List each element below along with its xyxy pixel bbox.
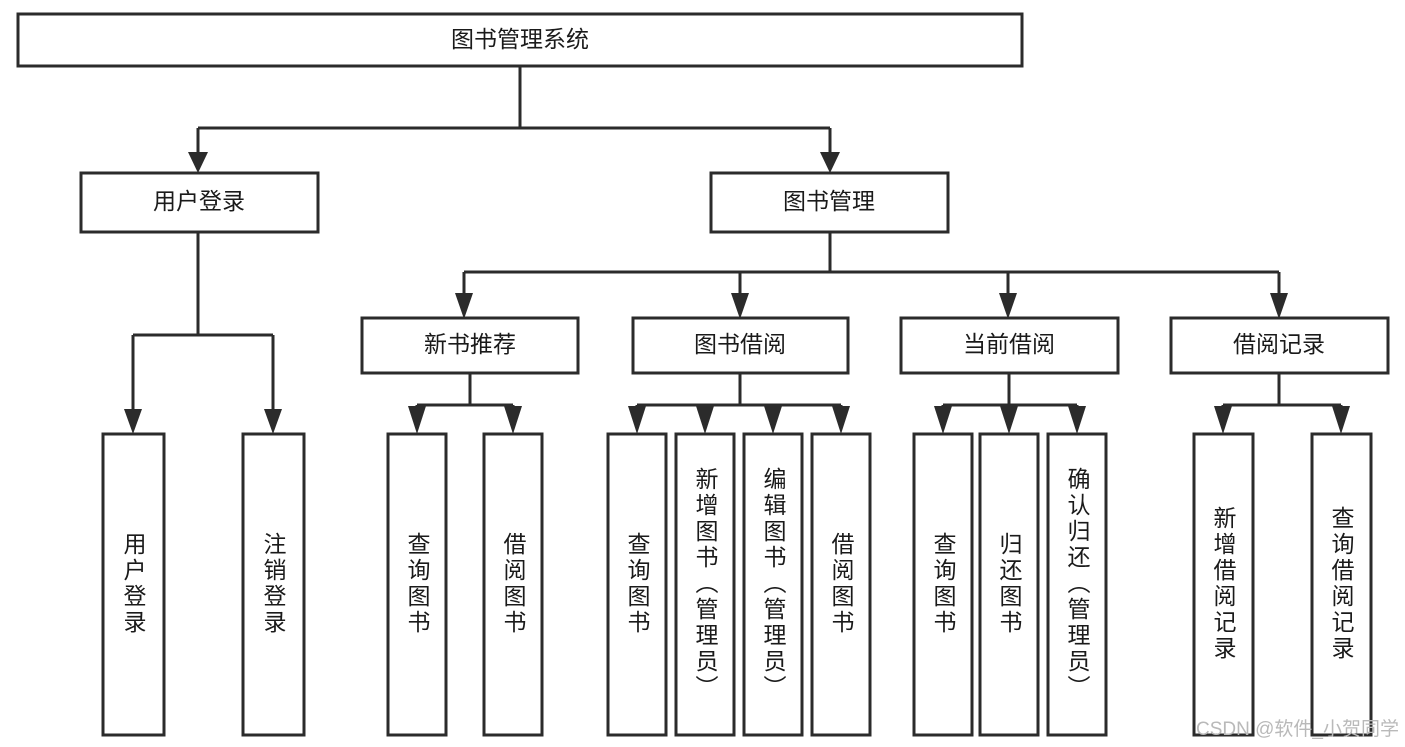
arrowhead-to-user-login xyxy=(188,152,208,173)
leaf-box-user-logout[interactable] xyxy=(241,432,306,737)
arrowhead-leaf-query-book-3 xyxy=(934,406,952,434)
node-box-book-borrow[interactable] xyxy=(631,316,850,375)
node-label-new-book-recommend: 新书推荐 xyxy=(424,331,516,357)
node-box-root[interactable] xyxy=(16,12,1024,68)
node-label-user-login: 用户登录 xyxy=(153,188,245,214)
leaf-box-borrow-book-2[interactable] xyxy=(810,432,872,737)
arrowhead-leaf-query-record xyxy=(1332,406,1350,434)
arrowhead-leaf-query-book-1 xyxy=(408,406,426,434)
leaf-user-login[interactable]: 用户登录 xyxy=(101,432,166,737)
leaf-label-query-book-2: 查询图书 xyxy=(624,532,651,636)
arrowhead-to-current-borrow xyxy=(999,293,1017,319)
leaf-label-confirm-return: 确认归还（管理员） xyxy=(1064,467,1091,701)
leaf-label-borrow-book-1: 借阅图书 xyxy=(500,532,527,636)
arrowhead-leaf-borrow-book-2 xyxy=(832,406,850,434)
leaf-query-book-3[interactable]: 查询图书 xyxy=(912,432,974,737)
leaf-box-query-record[interactable] xyxy=(1310,432,1373,737)
leaf-label-user-logout: 注销登录 xyxy=(260,532,287,636)
node-borrow-record[interactable]: 借阅记录 xyxy=(1169,316,1390,375)
node-root-book-management-system[interactable]: 图书管理系统 xyxy=(16,12,1024,68)
leaf-label-query-book-3: 查询图书 xyxy=(930,532,957,636)
node-label-root: 图书管理系统 xyxy=(451,26,589,52)
leaf-box-return-book[interactable] xyxy=(978,432,1040,737)
leaf-add-record[interactable]: 新增借阅记录 xyxy=(1192,432,1255,737)
leaf-confirm-return[interactable]: 确认归还（管理员） xyxy=(1046,432,1108,737)
node-user-login[interactable]: 用户登录 xyxy=(79,171,320,234)
leaf-box-borrow-book-1[interactable] xyxy=(482,432,544,737)
leaf-borrow-book-1[interactable]: 借阅图书 xyxy=(482,432,544,737)
leaf-label-borrow-book-2: 借阅图书 xyxy=(828,532,855,636)
leaf-query-book-2[interactable]: 查询图书 xyxy=(606,432,668,737)
arrowhead-to-new-book-recommend xyxy=(455,293,473,319)
leaf-box-query-book-1[interactable] xyxy=(386,432,448,737)
node-book-management[interactable]: 图书管理 xyxy=(709,171,950,234)
leaf-query-book-1[interactable]: 查询图书 xyxy=(386,432,448,737)
node-box-book-management[interactable] xyxy=(709,171,950,234)
arrowhead-to-book-borrow xyxy=(731,293,749,319)
node-box-new-book-recommend[interactable] xyxy=(360,316,580,375)
arrowhead-leaf-add-book xyxy=(696,406,714,434)
leaf-label-return-book: 归还图书 xyxy=(996,532,1023,636)
leaf-box-edit-book[interactable] xyxy=(742,432,804,737)
arrowhead-leaf-add-record xyxy=(1214,406,1232,434)
node-box-borrow-record[interactable] xyxy=(1169,316,1390,375)
leaf-borrow-book-2[interactable]: 借阅图书 xyxy=(810,432,872,737)
arrowhead-to-borrow-record xyxy=(1270,293,1288,319)
node-label-book-borrow: 图书借阅 xyxy=(694,331,786,357)
node-label-book-management: 图书管理 xyxy=(783,188,875,214)
leaf-box-add-record[interactable] xyxy=(1192,432,1255,737)
leaf-box-confirm-return[interactable] xyxy=(1046,432,1108,737)
node-current-borrow[interactable]: 当前借阅 xyxy=(899,316,1120,375)
node-book-borrow[interactable]: 图书借阅 xyxy=(631,316,850,375)
leaf-user-logout[interactable]: 注销登录 xyxy=(241,432,306,737)
arrowhead-leaf-edit-book xyxy=(764,406,782,434)
leaf-label-query-book-1: 查询图书 xyxy=(404,532,431,636)
leaf-label-edit-book: 编辑图书（管理员） xyxy=(760,467,787,701)
leaf-label-user-login: 用户登录 xyxy=(120,532,147,636)
leaf-label-add-record: 新增借阅记录 xyxy=(1210,506,1237,662)
arrowhead-leaf-return-book xyxy=(1000,406,1018,434)
arrowhead-leaf-confirm-return xyxy=(1068,406,1086,434)
connector-layer xyxy=(124,66,1350,434)
node-new-book-recommend[interactable]: 新书推荐 xyxy=(360,316,580,375)
arrowhead-leaf-borrow-book-1 xyxy=(504,406,522,434)
node-label-borrow-record: 借阅记录 xyxy=(1233,331,1325,357)
leaf-query-record[interactable]: 查询借阅记录 xyxy=(1310,432,1373,737)
arrowhead-leaf-user-logout xyxy=(264,409,282,434)
leaf-label-query-record: 查询借阅记录 xyxy=(1328,506,1355,662)
leaf-add-book[interactable]: 新增图书（管理员） xyxy=(674,432,736,737)
leaf-box-query-book-3[interactable] xyxy=(912,432,974,737)
node-box-user-login[interactable] xyxy=(79,171,320,234)
leaf-box-add-book[interactable] xyxy=(674,432,736,737)
arrowhead-leaf-user-login xyxy=(124,409,142,434)
node-label-current-borrow: 当前借阅 xyxy=(963,331,1055,357)
arrowhead-leaf-query-book-2 xyxy=(628,406,646,434)
arrowhead-to-book-management xyxy=(820,152,840,173)
node-box-current-borrow[interactable] xyxy=(899,316,1120,375)
leaf-label-add-book: 新增图书（管理员） xyxy=(692,467,719,701)
leaf-box-user-login[interactable] xyxy=(101,432,166,737)
leaf-return-book[interactable]: 归还图书 xyxy=(978,432,1040,737)
leaf-box-query-book-2[interactable] xyxy=(606,432,668,737)
leaf-edit-book[interactable]: 编辑图书（管理员） xyxy=(742,432,804,737)
